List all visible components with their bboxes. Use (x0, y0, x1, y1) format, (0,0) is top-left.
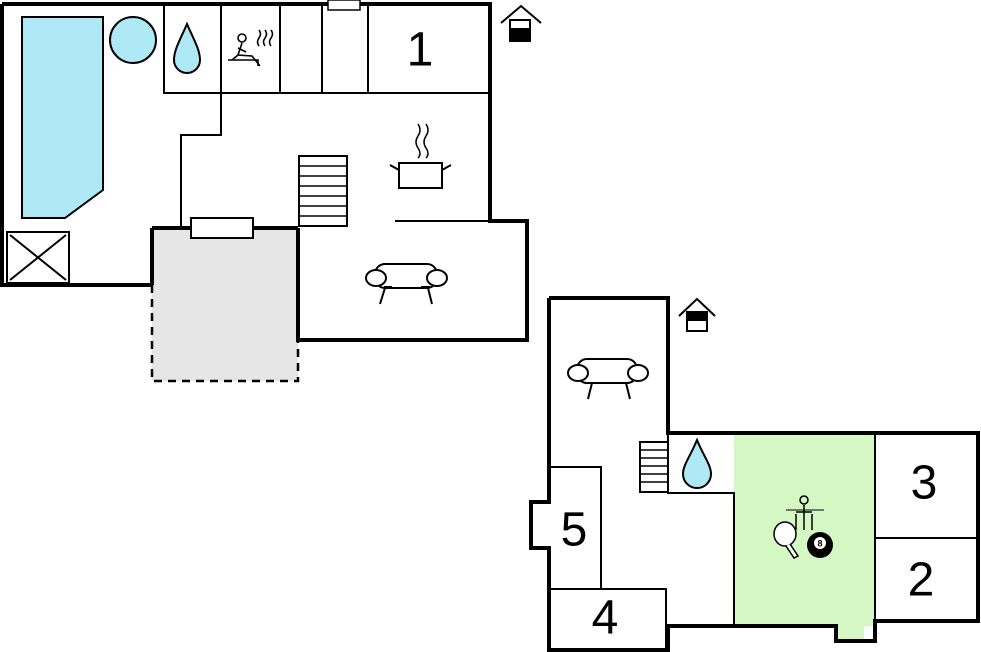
room-3-label: 3 (911, 457, 938, 510)
swimming-pool-icon (21, 16, 104, 219)
sauna-icon (228, 29, 274, 67)
cooking-pot-icon (389, 123, 452, 189)
water-drop-icon (172, 21, 202, 74)
stairs-icon (298, 155, 348, 227)
upper-floor: 1 (0, 0, 542, 383)
house-entrance-icon (678, 297, 716, 332)
top-window (327, 0, 361, 11)
table-football-icon (786, 495, 824, 530)
whirlpool-icon (109, 16, 157, 64)
game-room (734, 433, 875, 641)
room-4-label: 4 (592, 592, 619, 645)
lower-floor: 8 3 2 5 4 (529, 296, 980, 652)
upper-outer-wall (0, 2, 529, 342)
sofa-icon (567, 358, 649, 400)
stairs-icon (639, 441, 669, 493)
room-2-label: 2 (908, 554, 935, 607)
billiard-ball-icon: 8 (807, 532, 833, 558)
water-drop-icon (681, 437, 713, 489)
terrace-door (190, 217, 254, 239)
room-5-label: 5 (561, 504, 588, 557)
table-tennis-icon (773, 521, 800, 559)
terrace (150, 217, 300, 383)
sofa-icon (365, 263, 448, 305)
technical-room (6, 231, 70, 284)
room-1-label: 1 (407, 24, 434, 77)
house-entrance-icon (500, 4, 542, 42)
billiard-ball-number: 8 (817, 538, 822, 548)
